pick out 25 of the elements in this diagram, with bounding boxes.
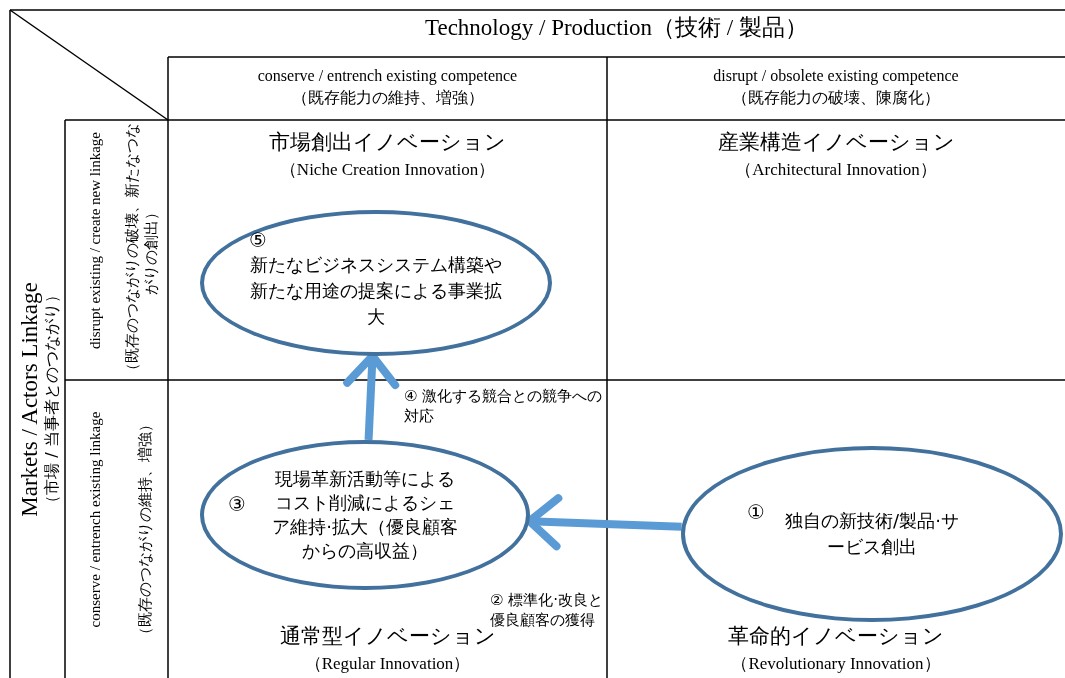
column-header: （既存能力の破壊、陳腐化）	[731, 88, 941, 108]
quadrant-title: 市場創出イノベーション	[269, 129, 506, 156]
column-header: conserve / entrench existing competence	[256, 66, 519, 86]
quadrant-title: 産業構造イノベーション	[717, 129, 955, 156]
row-header: conserve / entrench existing linkage	[85, 410, 104, 630]
quadrant-subtitle: （Regular Innovation）	[304, 653, 471, 675]
step-number: ⑤	[249, 228, 267, 252]
ellipse-text: 現場革新活動等によるコスト削減によるシェア維持·拡大（優良顧客からの高収益）	[271, 467, 459, 563]
quadrant-title: 革命的イノベーション	[728, 623, 944, 650]
axis-title: Technology / Production（技術 / 製品）	[424, 14, 809, 41]
step-number: ③	[228, 492, 246, 516]
row-header: disrupt existing / create new linkage	[85, 131, 104, 351]
edge-label: ④ 激化する競合との競争への対応	[404, 386, 604, 426]
column-header: disrupt / obsolete existing competence	[712, 66, 960, 86]
quadrant-subtitle: （Niche Creation Innovation）	[279, 159, 496, 181]
step-number: ①	[747, 500, 765, 524]
axis-title: Markets / Actors Linkage	[15, 280, 43, 519]
column-header: （既存能力の維持、増強）	[290, 88, 485, 108]
axis-title: （市場 / 当事者とのつながり）	[42, 286, 62, 513]
ellipse-text: 新たなビジネスシステム構築や新たな用途の提案による事業拡大	[249, 253, 503, 329]
quadrant-subtitle: （Revolutionary Innovation）	[731, 653, 941, 675]
row-header: （既存のつながりの破壊、新たなつながりの創出）	[123, 121, 161, 380]
ellipse-text: 独自の新技術/製品·サービス創出	[784, 509, 960, 559]
quadrant-subtitle: （Architectural Innovation）	[735, 159, 937, 181]
row-header: （既存のつながりの維持、増強）	[135, 415, 155, 644]
